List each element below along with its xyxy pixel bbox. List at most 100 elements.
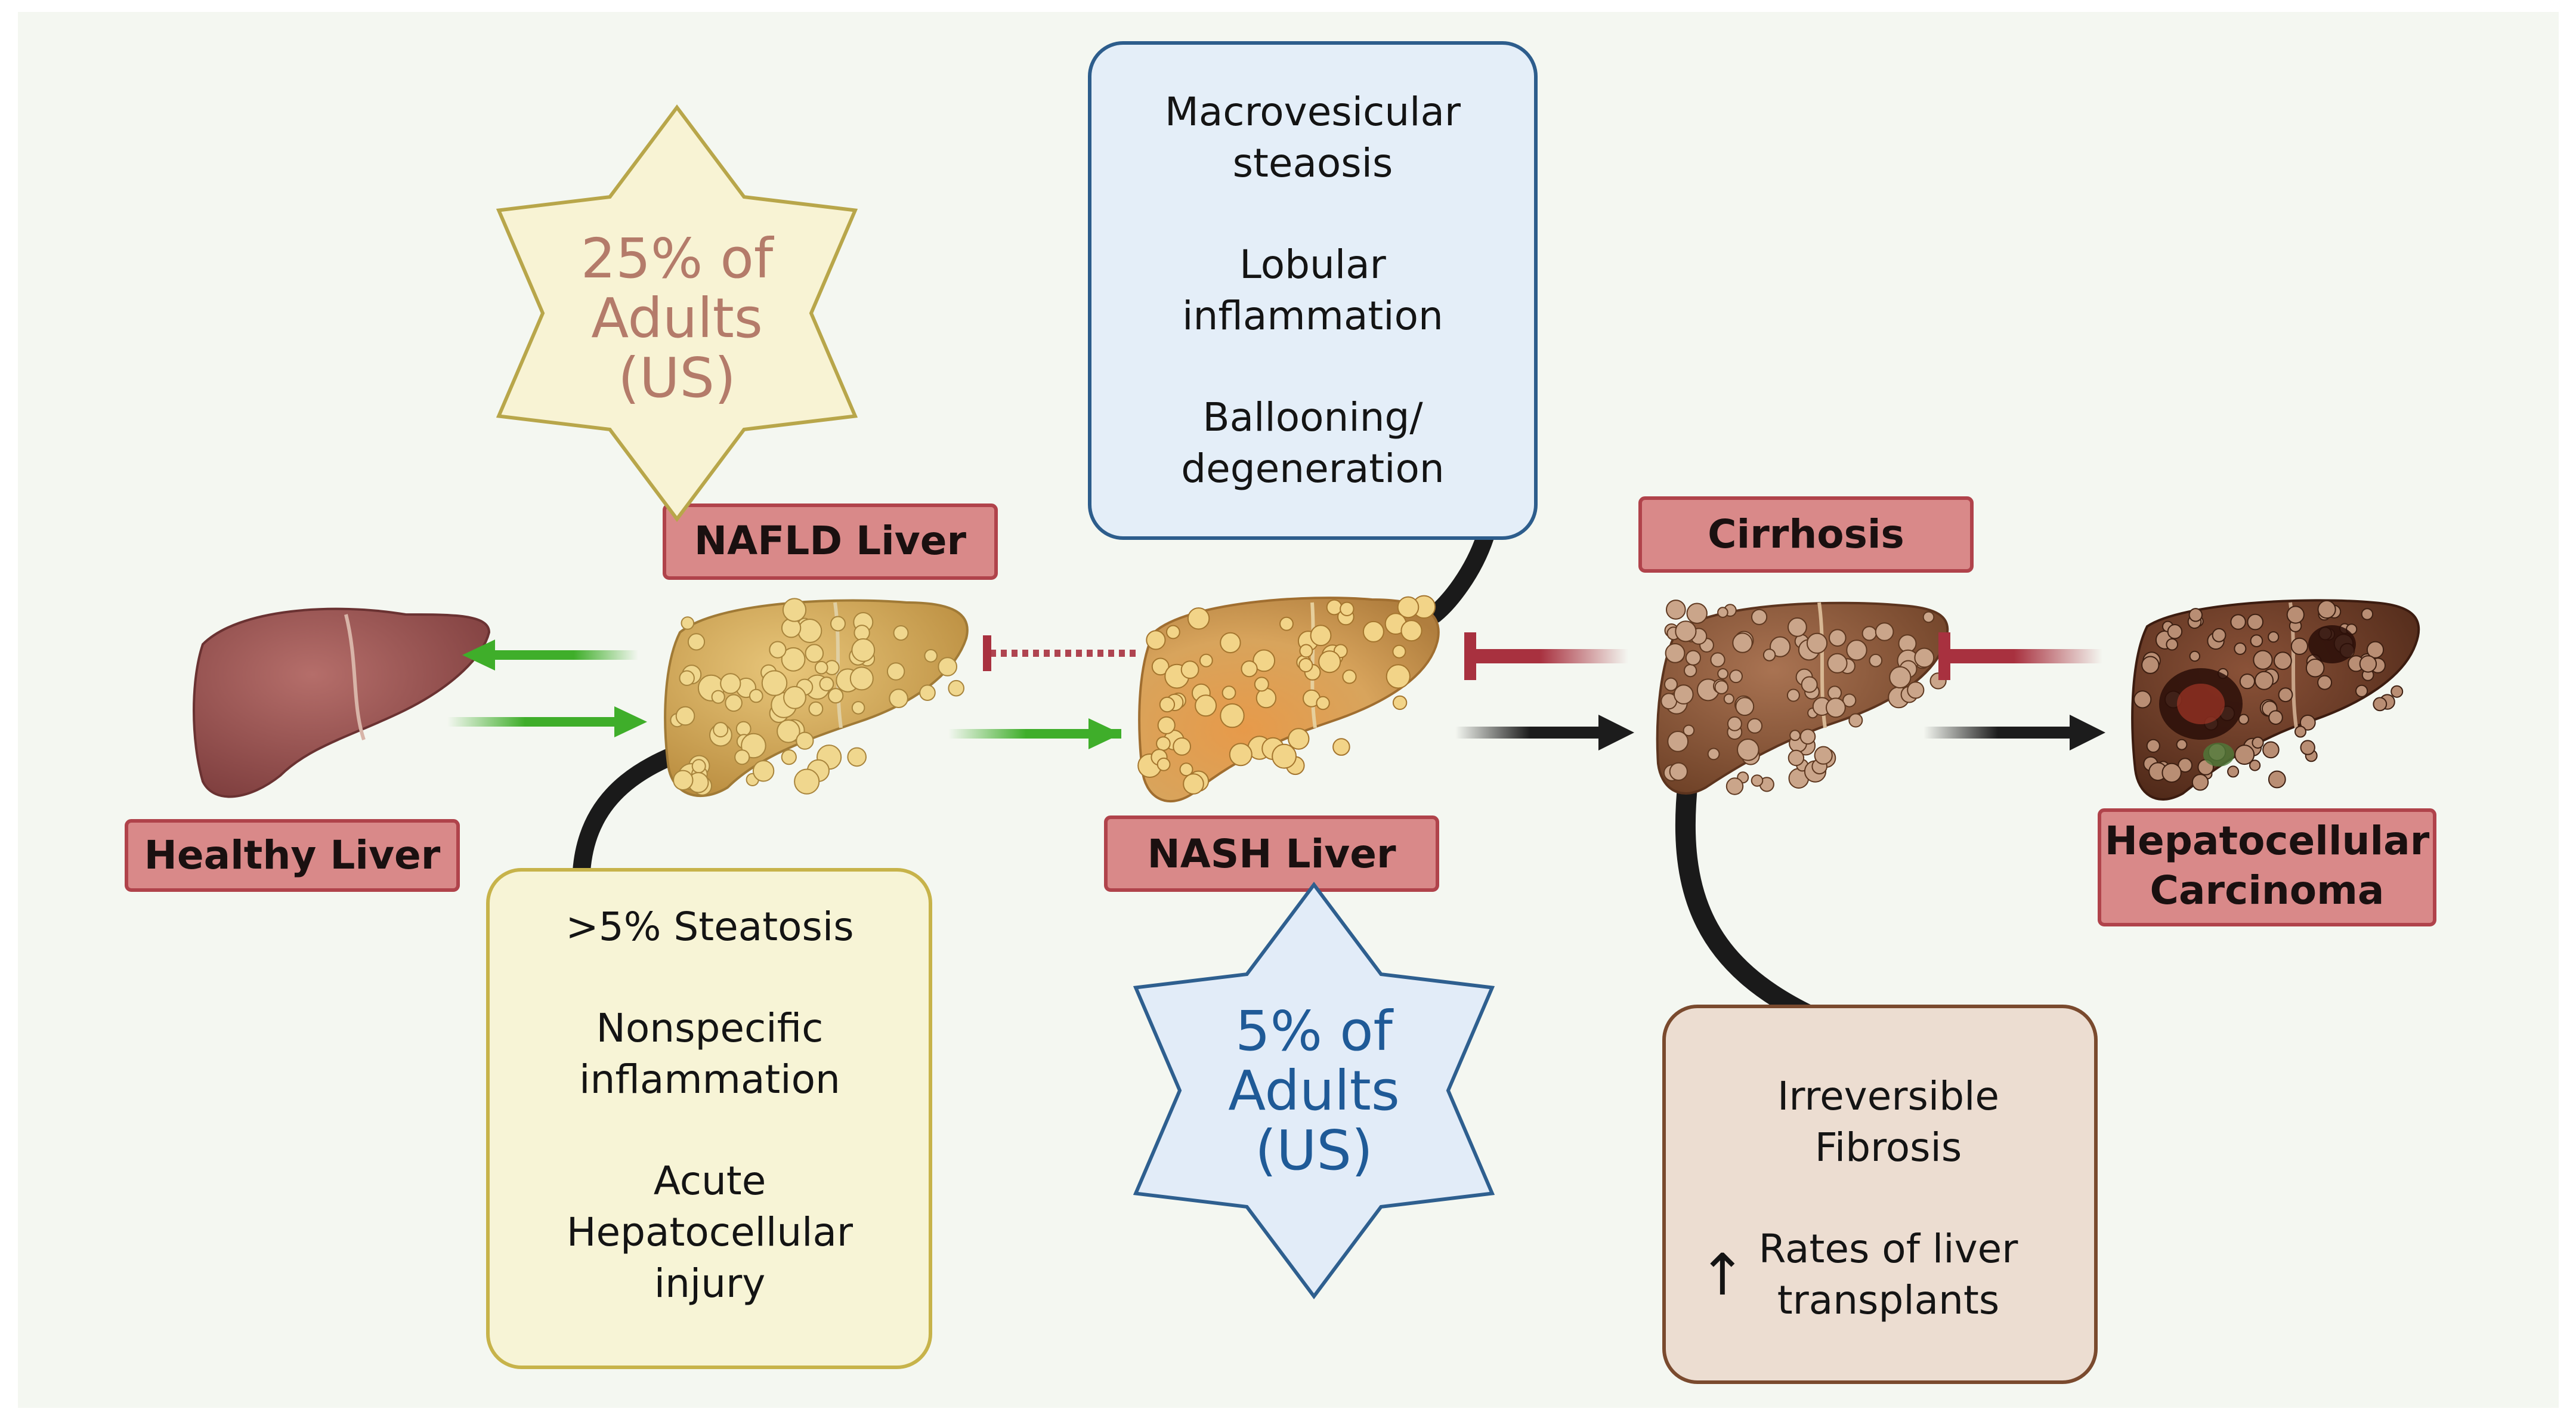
fibrotic-nodule: [2146, 739, 2160, 753]
fat-droplet: [1156, 757, 1171, 771]
fat-droplet: [919, 684, 936, 701]
nafld-box-line: Acute: [654, 1158, 766, 1204]
fat-droplet: [781, 749, 797, 765]
fat-droplet: [1299, 644, 1313, 658]
fibrotic-nodule: [2366, 641, 2385, 659]
fibrotic-nodule: [2189, 650, 2201, 662]
fibrotic-nodule: [1710, 652, 1725, 668]
up-arrow-icon: ↑: [1699, 1241, 1746, 1308]
nafld-star-line: (US): [618, 346, 736, 410]
fat-droplet: [851, 701, 865, 715]
fibrotic-nodule: [1747, 718, 1763, 734]
label-healthy-liver: Healthy Liver: [125, 819, 460, 892]
fibrotic-nodule: [1762, 648, 1776, 662]
fibrotic-nodule: [2230, 614, 2246, 630]
fibrotic-nodule: [2355, 684, 2368, 697]
fibrotic-nodule: [2239, 674, 2255, 690]
fat-droplet: [752, 760, 775, 782]
fibrotic-nodule: [1684, 664, 1697, 678]
fat-droplet: [794, 768, 820, 795]
fat-droplet: [1183, 773, 1204, 795]
fat-droplet: [1221, 685, 1236, 700]
label-nash-liver: NASH Liver: [1104, 815, 1439, 892]
fat-droplet: [1166, 625, 1180, 640]
fibrotic-nodule: [1667, 731, 1689, 752]
fat-droplet: [1400, 620, 1422, 642]
fibrotic-nodule: [2141, 656, 2160, 674]
fibrotic-nodule: [1717, 668, 1729, 679]
fibrotic-nodule: [2161, 762, 2182, 783]
fibrotic-nodule: [1685, 650, 1701, 666]
fibrotic-nodule: [2299, 714, 2316, 731]
nash-box-line: steaosis: [1233, 140, 1393, 186]
fibrotic-nodule: [1907, 681, 1925, 699]
fat-droplet: [819, 676, 834, 691]
fibrotic-nodule: [1727, 716, 1742, 731]
fibrotic-nodule: [1875, 622, 1894, 641]
fibrotic-nodule: [1861, 626, 1877, 641]
fibrotic-nodule: [2238, 713, 2249, 725]
nash-box-line: inflammation: [1182, 293, 1443, 339]
fat-droplet: [783, 685, 806, 709]
fibrotic-nodule: [1735, 697, 1755, 716]
nash-box-line: degeneration: [1181, 446, 1444, 492]
fibrotic-nodule: [2294, 725, 2306, 738]
fat-droplet: [851, 638, 876, 662]
fat-droplet: [1392, 644, 1406, 659]
cirrhosis-box-line: Rates of liver: [1759, 1226, 2019, 1272]
fibrotic-nodule: [1675, 620, 1697, 642]
dotted-inhibit-nash-to-nafld: [983, 635, 1139, 671]
fat-droplet: [808, 701, 824, 716]
fibrotic-nodule: [1842, 693, 1857, 708]
fat-droplet: [1220, 703, 1245, 728]
fibrotic-nodule: [2373, 697, 2388, 712]
fibrotic-nodule: [1829, 629, 1847, 647]
fat-droplet: [720, 673, 741, 694]
cirrhosis-liver-icon: [1656, 600, 1949, 795]
fat-droplet: [782, 598, 807, 622]
fibrotic-nodule: [1686, 603, 1708, 624]
fibrotic-nodule: [2290, 637, 2308, 655]
fibrotic-nodule: [1806, 632, 1828, 654]
fat-droplet: [1318, 650, 1341, 674]
fibrotic-nodule: [1788, 617, 1807, 637]
fat-droplet: [1254, 676, 1269, 692]
fibrotic-nodule: [1732, 632, 1753, 653]
fat-droplet: [681, 616, 695, 630]
nash-box-line: Macrovesicular: [1165, 89, 1461, 135]
fat-droplet: [853, 625, 870, 641]
fibrotic-nodule: [1665, 643, 1686, 663]
fibrotic-nodule: [2234, 642, 2247, 655]
fibrotic-nodule: [1801, 676, 1818, 693]
fat-droplet: [675, 706, 695, 726]
fibrotic-nodule: [1725, 777, 1744, 795]
fibrotic-nodule: [1827, 653, 1848, 674]
cirrhosis-box-line: Irreversible: [1777, 1073, 1999, 1119]
fibrotic-nodule: [2262, 741, 2280, 759]
fat-droplet: [673, 770, 694, 791]
fibrotic-nodule: [2268, 631, 2280, 643]
fibrotic-nodule: [2176, 739, 2188, 750]
fat-droplet: [769, 641, 787, 659]
fat-droplet: [1272, 743, 1297, 769]
label-healthy-liver-text: Healthy Liver: [144, 832, 441, 878]
fibrotic-nodule: [1789, 730, 1801, 742]
fibrotic-nodule: [2227, 765, 2240, 778]
nafld-liver-icon: [664, 598, 969, 798]
fat-droplet: [1180, 660, 1199, 679]
nafld-features-box: >5% SteatosisNonspecificinflammationAcut…: [486, 868, 932, 1369]
fat-droplet: [1288, 728, 1310, 750]
fat-droplet: [924, 649, 938, 663]
fat-droplet: [1340, 601, 1355, 616]
cirrhosis-box-line: transplants: [1777, 1277, 1999, 1323]
inhibit-cirrhosis-to-nash: [1464, 632, 1628, 680]
nafld-box-line: Nonspecific: [596, 1005, 824, 1051]
nash-star-line: (US): [1255, 1119, 1373, 1182]
forward-arrow-nafld-to-nash: [948, 718, 1121, 749]
fibrotic-nodule: [1737, 739, 1759, 761]
fat-droplet: [1195, 694, 1217, 717]
fat-droplet: [948, 679, 964, 697]
fibrotic-nodule: [2252, 736, 2264, 749]
fibrotic-nodule: [1683, 724, 1695, 737]
